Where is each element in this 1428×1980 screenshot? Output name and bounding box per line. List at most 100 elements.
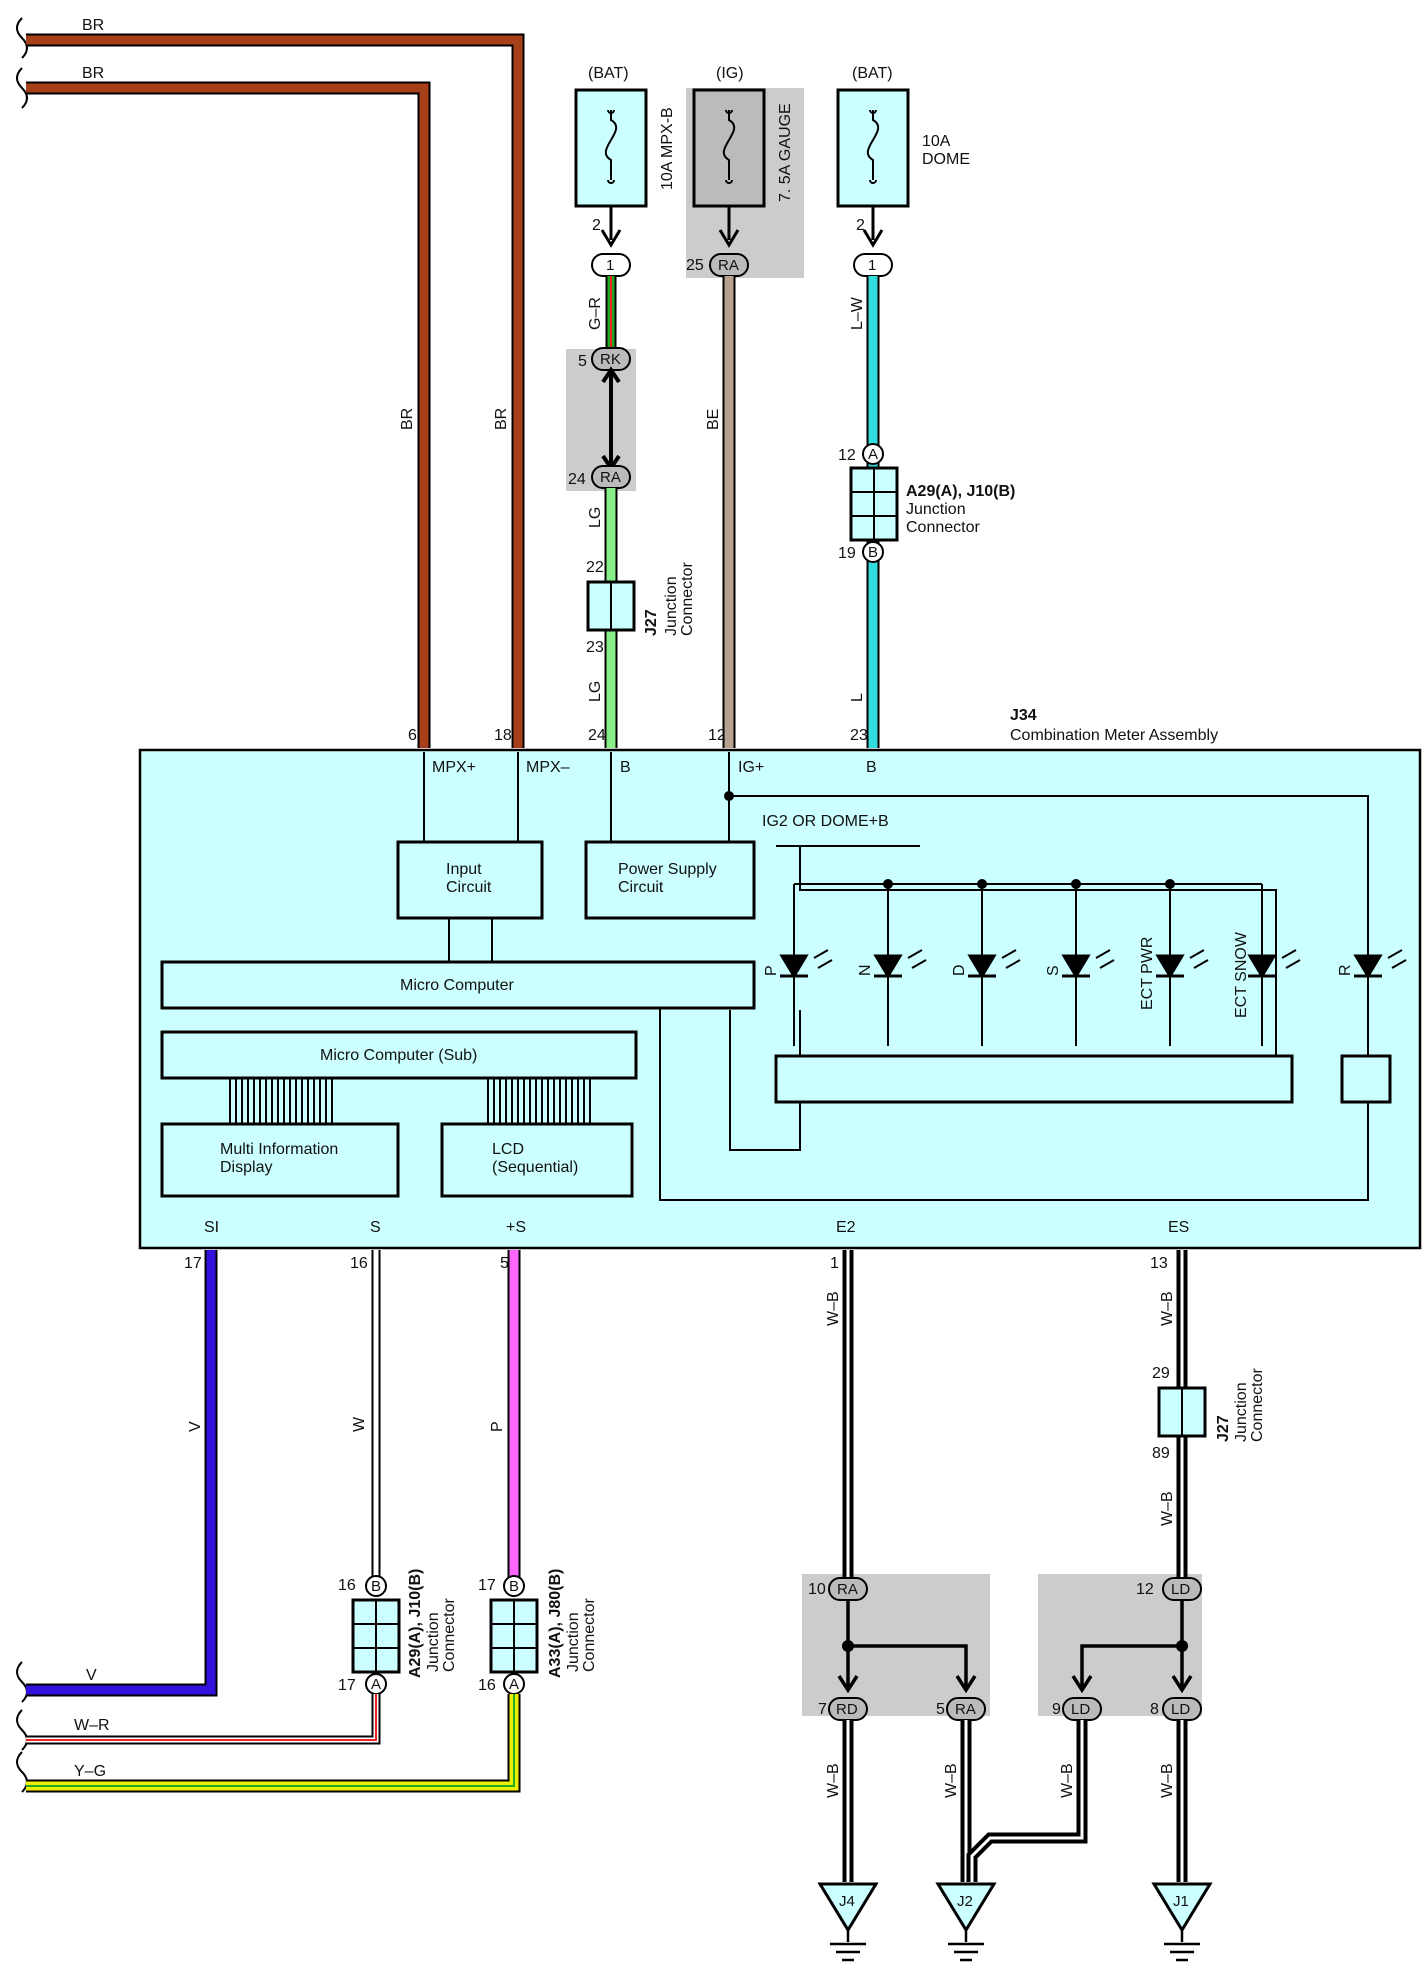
- fuse3-pin-top: 2: [856, 217, 865, 234]
- pin-num-13: 13: [1150, 1255, 1168, 1272]
- a29-top-type-1: Junction: [906, 501, 966, 518]
- br-wire-label-6: BR: [399, 408, 416, 430]
- multi-info-line1: Multi Information: [220, 1141, 338, 1158]
- led-junction-s: [1071, 879, 1081, 889]
- rk-pin-num: 5: [578, 353, 587, 370]
- power-supply-line1: Power Supply: [618, 861, 717, 878]
- wb-j2-label: W–B: [943, 1763, 960, 1798]
- wb-j1-label: W–B: [1159, 1763, 1176, 1798]
- fuse3-arrow: [862, 206, 884, 248]
- r-led-driver-block: [1340, 1054, 1392, 1104]
- a33-bot-type-2: Connector: [581, 1598, 598, 1672]
- multi-info-line2: Display: [220, 1159, 272, 1176]
- led-junction-n: [883, 879, 893, 889]
- fuse2-source: (IG): [716, 65, 744, 82]
- v-left-label: V: [86, 1667, 97, 1684]
- micro-computer-label: Micro Computer: [400, 977, 514, 994]
- w-wire-label: W: [351, 1416, 368, 1432]
- led-d: [967, 949, 1021, 979]
- led-label-n: N: [857, 964, 874, 976]
- a29-top-pin-a: [862, 443, 884, 465]
- bus-lines-right: [487, 1078, 591, 1124]
- p-wire-label: P: [489, 1421, 506, 1432]
- br-top-label-1: BR: [82, 17, 104, 34]
- pin-name-b-23: B: [866, 759, 877, 776]
- fuse2-arrow: [718, 206, 740, 248]
- splice-ld-out1-pin: 9: [1052, 1701, 1061, 1718]
- splice-ra-in-pin: 10: [808, 1581, 826, 1598]
- ground-j2-label: J2: [957, 1893, 973, 1910]
- led-ect-pwr: [1155, 949, 1209, 979]
- be-wire-label: BE: [705, 409, 722, 430]
- fuse2-pin-code: RA: [718, 257, 739, 274]
- fuse1-box: [574, 88, 648, 208]
- ground-j1: [1151, 1882, 1213, 1962]
- l-wire-label: L: [849, 693, 866, 702]
- splice-ra-out2-code: RA: [955, 1701, 976, 1718]
- w-r-wire: [26, 1694, 381, 1745]
- fuse1-source: (BAT): [588, 65, 629, 82]
- yg-left-label: Y–G: [74, 1763, 106, 1780]
- led-label-r: R: [1337, 964, 1354, 976]
- pin-num-24: 24: [588, 727, 606, 744]
- ground-j4: [817, 1882, 879, 1962]
- pin-name-es: ES: [1168, 1219, 1189, 1236]
- a29-top-type-2: Connector: [906, 519, 980, 536]
- pin-num-23: 23: [850, 727, 868, 744]
- splice-ld-in-code: LD: [1171, 1581, 1190, 1598]
- a33-bot-pin-17: 17: [478, 1577, 496, 1594]
- wb-j4-label: W–B: [825, 1763, 842, 1798]
- splice-ra-dot: [842, 1640, 854, 1652]
- fuse3-name-1: 10A: [922, 133, 951, 150]
- a29-bot-code-a: A: [371, 1676, 381, 1693]
- j27-bot-pin-29: 29: [1152, 1365, 1170, 1382]
- led-n: [873, 949, 927, 979]
- a33-bot-type-1: Junction: [565, 1612, 582, 1672]
- led-r: [1353, 949, 1407, 979]
- splice-ra-out1-code: RD: [836, 1701, 858, 1718]
- module-name: Combination Meter Assembly: [1010, 727, 1218, 744]
- splice-ld-out2-code: LD: [1171, 1701, 1190, 1718]
- module-id: J34: [1010, 707, 1037, 724]
- a29-top-pin-b: [862, 541, 884, 563]
- v-wire: [26, 1250, 218, 1697]
- supply-label: IG2 OR DOME+B: [762, 813, 889, 830]
- lg-wire-label-2: LG: [587, 681, 604, 702]
- led-label-ect-pwr: ECT PWR: [1139, 937, 1156, 1010]
- junction-dot-ig: [724, 791, 734, 801]
- ground-j1-label: J1: [1173, 1893, 1189, 1910]
- pin-name-plus-s: +S: [506, 1219, 526, 1236]
- a29-top-pin-12: 12: [838, 447, 856, 464]
- fuse1-name: 10A MPX-B: [659, 107, 676, 190]
- micro-computer-block: [160, 960, 756, 1010]
- led-label-s: S: [1045, 965, 1062, 976]
- pin-num-16: 16: [350, 1255, 368, 1272]
- a33-bot-code-a: A: [509, 1676, 519, 1693]
- splice-ra-in-code: RA: [837, 1581, 858, 1598]
- fuse2-pin-top: 25: [686, 257, 704, 274]
- pin-num-17: 17: [184, 1255, 202, 1272]
- a29-top-code-b: B: [868, 544, 878, 561]
- a29-bot-type-1: Junction: [425, 1612, 442, 1672]
- splice-ra-out1-pin: 7: [818, 1701, 827, 1718]
- pin-name-s: S: [370, 1219, 381, 1236]
- pin-name-b-24: B: [620, 759, 631, 776]
- pin-name-e2: E2: [836, 1219, 856, 1236]
- a33-bot-grid: [491, 1600, 537, 1672]
- br-top-label-2: BR: [82, 65, 104, 82]
- a29-bot-pin-b: [365, 1575, 387, 1597]
- j27-top-pin-22: 22: [586, 559, 604, 576]
- wb-es2-label: W–B: [1159, 1491, 1176, 1526]
- pin-num-6: 6: [408, 727, 417, 744]
- w-b-ld9-to-j2: [966, 1720, 1088, 1882]
- led-label-d: D: [951, 964, 968, 976]
- pin-num-12: 12: [708, 727, 726, 744]
- pin-name-mpx-minus: MPX–: [526, 759, 570, 776]
- fuse2-name: 7. 5A GAUGE: [777, 103, 794, 202]
- a29-top-grid: [851, 468, 897, 540]
- j27-top-id: J27: [643, 609, 660, 636]
- pin-name-mpx-plus: MPX+: [432, 759, 476, 776]
- a29-top-id: A29(A), J10(B): [906, 483, 1015, 500]
- splice-ld-out1-code: LD: [1071, 1701, 1090, 1718]
